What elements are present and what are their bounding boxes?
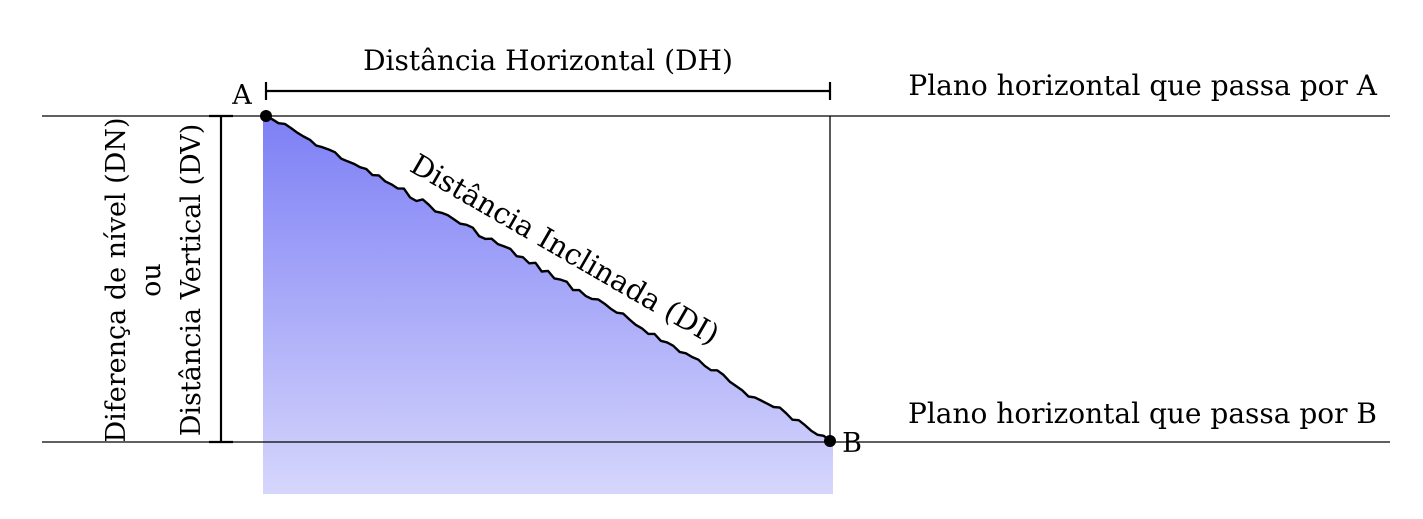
level-difference-label: Diferença de nível (DN) [101,118,132,443]
vertical-distance-label: Distância Vertical (DV) [176,124,207,436]
terrain-area [263,116,833,494]
point-b-marker [824,435,836,447]
point-a-label: A [231,80,252,111]
point-b-label: B [842,428,862,459]
vertical-distance-dimension [209,114,233,444]
plane-a-label: Plano horizontal que passa por A [908,69,1377,102]
terrain-profile-line [265,114,831,442]
horizontal-distance-label: Distância Horizontal (DH) [363,44,733,77]
or-label: ou [136,263,167,297]
plane-b-label: Plano horizontal que passa por B [908,397,1377,430]
point-a-marker [260,110,272,122]
horizontal-distance-dimension [264,82,832,100]
